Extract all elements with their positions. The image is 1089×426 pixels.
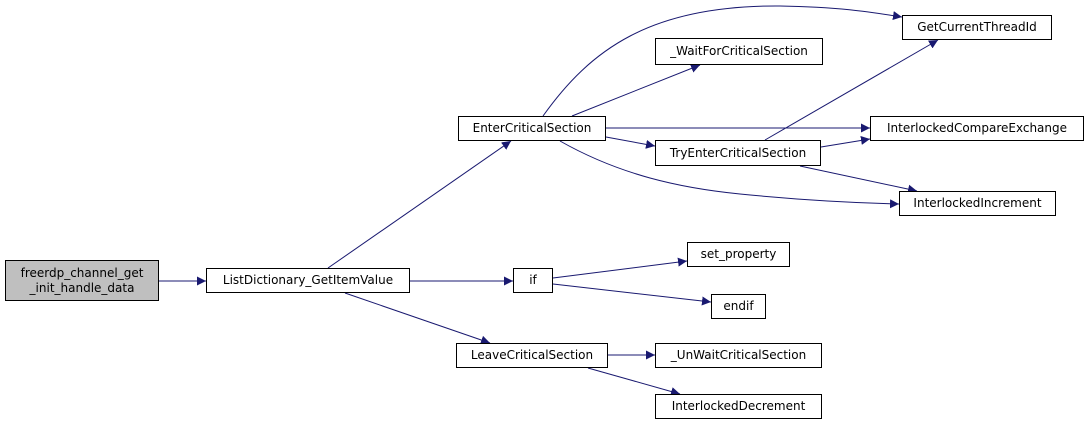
node-listdictionary-getitemvalue[interactable]: ListDictionary_GetItemValue: [206, 268, 410, 293]
node-tryentercriticalsection[interactable]: TryEnterCriticalSection: [655, 140, 821, 166]
node-leavecriticalsection[interactable]: LeaveCriticalSection: [456, 343, 608, 368]
edge-enter-to-getthread: [542, 5, 903, 117]
node-getcurrentthreadid[interactable]: GetCurrentThreadId: [902, 15, 1052, 40]
edge-if-to-setprop: [552, 257, 688, 279]
node-unwaitcriticalsection[interactable]: _UnWaitCriticalSection: [655, 343, 822, 368]
edge-enter-to-waitfor: [571, 64, 701, 117]
edge-listdict-to-enter: [327, 140, 512, 269]
edge-listdict-to-leave: [344, 292, 491, 345]
node-freerdp-channel-get-init-handle-data: freerdp_channel_get _init_handle_data: [5, 260, 159, 301]
edge-tryenter-to-interlockedinc: [799, 165, 918, 194]
edge-leave-to-interlockeddec: [587, 367, 681, 396]
node-interlockedcompareexchange[interactable]: InterlockedCompareExchange: [870, 116, 1084, 141]
edge-tryenter-to-interlockedcmp: [820, 136, 871, 148]
node-waitforcriticalsection[interactable]: _WaitForCriticalSection: [655, 38, 823, 65]
node-set-property[interactable]: set_property: [687, 242, 790, 267]
edge-tryenter-to-getthread: [764, 39, 939, 141]
edge-enter-to-tryenter: [605, 136, 656, 149]
node-entercriticalsection[interactable]: EnterCriticalSection: [458, 116, 606, 141]
node-if[interactable]: if: [513, 268, 553, 293]
node-interlockeddecrement[interactable]: InterlockedDecrement: [655, 394, 822, 419]
node-endif[interactable]: endif: [711, 294, 766, 319]
edge-enter-to-interlockedinc: [559, 140, 900, 209]
edge-if-to-endif: [552, 283, 712, 306]
node-interlockedincrement[interactable]: InterlockedIncrement: [899, 191, 1056, 216]
